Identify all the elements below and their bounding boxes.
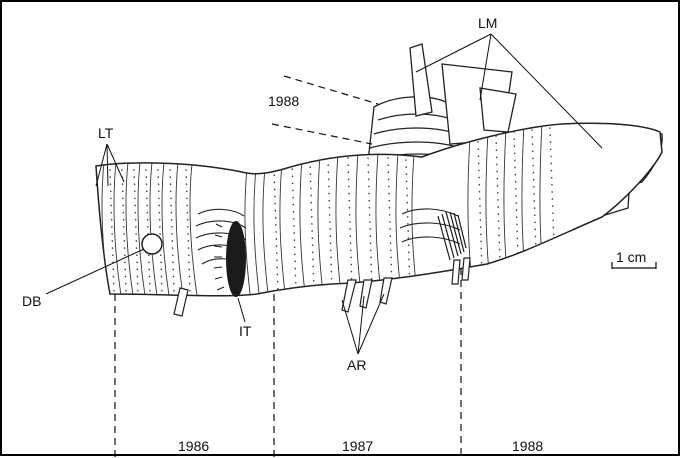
- year-bottom-2: 1987: [342, 439, 373, 453]
- year-top: 1988: [268, 94, 299, 108]
- db-circle: [142, 234, 162, 254]
- label-it: IT: [239, 324, 251, 338]
- label-ar: AR: [347, 358, 366, 372]
- year-bottom-1: 1986: [178, 439, 209, 453]
- year-bottom-3: 1988: [512, 439, 543, 453]
- scale-bar-label: 1 cm: [616, 250, 646, 264]
- label-db: DB: [22, 294, 41, 308]
- label-lt: LT: [98, 126, 113, 140]
- label-lm: LM: [478, 16, 497, 30]
